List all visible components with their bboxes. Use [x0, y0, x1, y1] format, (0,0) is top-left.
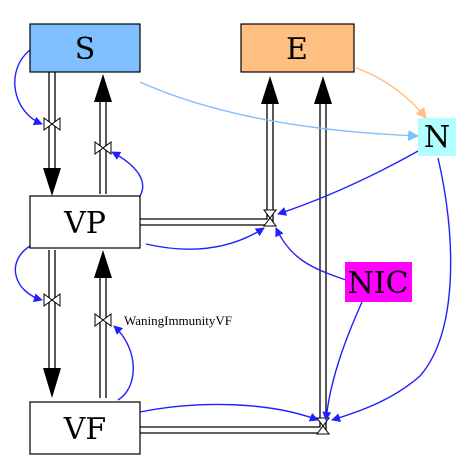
node-s[interactable]: S [29, 23, 141, 73]
valve-vf-to-e [316, 417, 330, 435]
link-s-to-valve-s-vp [14, 49, 43, 126]
node-vf[interactable]: VF [29, 401, 141, 455]
link-e-to-n [355, 67, 427, 119]
link-vp-to-valve-vp-vf [14, 245, 43, 303]
pipe-vp-to-e [140, 76, 279, 226]
link-nic-to-valve-vp-e [275, 227, 347, 281]
link-n-to-valve-vp-e [277, 149, 421, 216]
node-vf-label: VF [63, 412, 106, 447]
link-s-to-n [139, 81, 420, 142]
flow-label-waning-immunity-vf: WaningImmunityVF [124, 313, 232, 328]
pipe-vf-to-e [140, 76, 332, 434]
valve-vp-to-e [263, 209, 277, 227]
node-vp-label: VP [63, 206, 106, 241]
node-vp[interactable]: VP [29, 195, 141, 249]
valve-vp-to-vf [43, 293, 61, 307]
node-s-label: S [75, 32, 96, 67]
node-n[interactable]: N [418, 118, 456, 156]
pipe-vp-to-s [94, 74, 112, 194]
valve-vp-to-s [94, 141, 112, 155]
node-nic-label: NIC [347, 266, 408, 301]
link-nic-to-valve-vf-e [322, 301, 363, 421]
link-vf-to-valve-waning [113, 325, 134, 401]
node-e-label: E [286, 32, 308, 67]
link-vf-to-valve-vf-e [139, 403, 319, 422]
valve-s-to-vp [43, 117, 61, 131]
pipe-vf-to-vp [94, 250, 112, 398]
valve-waning-immunity-vf [94, 313, 112, 327]
pipe-vp-to-vf [43, 250, 61, 398]
node-nic[interactable]: NIC [345, 262, 412, 302]
node-n-label: N [424, 120, 450, 155]
link-n-to-valve-vf-e [331, 157, 452, 422]
pipe-s-to-vp [43, 72, 61, 196]
link-vp-to-valve-vp-e [145, 227, 265, 250]
link-vp-to-valve-vp-s [111, 151, 144, 197]
node-e[interactable]: E [240, 23, 355, 73]
